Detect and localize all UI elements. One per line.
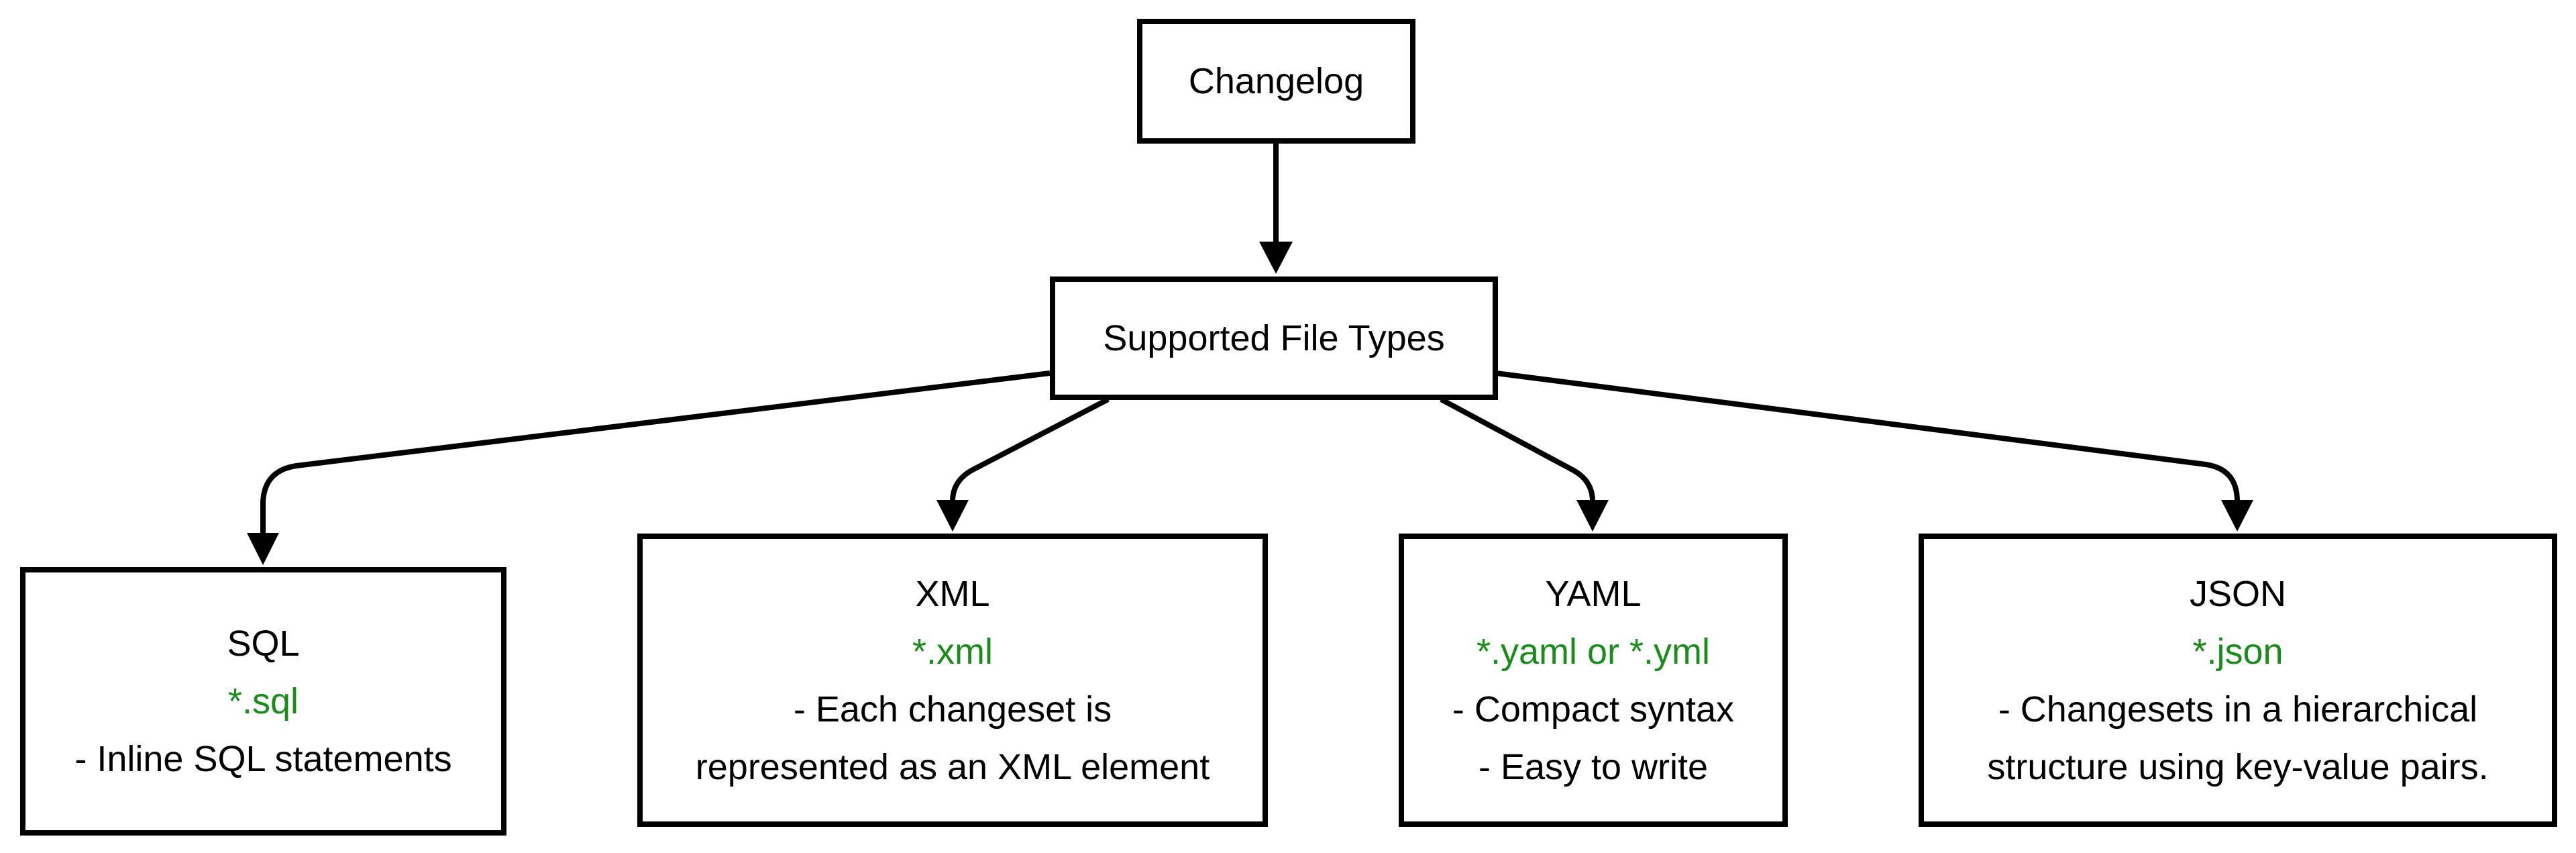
arrowhead-sql	[247, 533, 279, 565]
node-changelog: Changelog	[1137, 19, 1415, 144]
arrowhead-supported	[1259, 242, 1293, 274]
node-xml-title: XML	[915, 573, 990, 614]
edge-supported-xml	[950, 397, 1110, 502]
node-changelog-label: Changelog	[1188, 61, 1364, 101]
arrowhead-xml	[936, 500, 969, 532]
node-yaml-title: YAML	[1545, 573, 1642, 614]
arrowhead-yaml	[1576, 500, 1609, 532]
node-sql-desc-line: - Inline SQL statements	[74, 739, 452, 779]
node-json: JSON *.json - Changesets in a hierarchic…	[1919, 534, 2557, 827]
node-sql-extension: *.sql	[227, 681, 299, 721]
node-xml-desc-line: - Each changeset is	[793, 689, 1112, 730]
node-sql-title: SQL	[227, 623, 300, 664]
node-json-extension: *.json	[2192, 631, 2284, 672]
node-json-desc-line: - Changesets in a hierarchical	[1998, 689, 2478, 730]
edge-supported-sql	[260, 370, 1051, 534]
edge-supported-json	[1495, 370, 2240, 502]
node-json-desc-line: structure using key-value pairs.	[1987, 746, 2489, 787]
node-supported-file-types-label: Supported File Types	[1103, 318, 1445, 358]
node-supported-file-types: Supported File Types	[1050, 277, 1498, 400]
node-json-title: JSON	[2189, 573, 2287, 614]
node-xml-desc-line: represented as an XML element	[695, 746, 1210, 787]
arrowhead-json	[2221, 500, 2253, 532]
node-sql: SQL *.sql - Inline SQL statements	[20, 567, 506, 836]
node-yaml-extension: *.yaml or *.yml	[1476, 631, 1711, 672]
node-xml-extension: *.xml	[912, 631, 993, 672]
node-yaml-desc-line: - Compact syntax	[1452, 689, 1735, 730]
edge-supported-yaml	[1440, 397, 1595, 502]
node-yaml-desc-line: - Easy to write	[1478, 746, 1709, 787]
node-yaml: YAML *.yaml or *.yml - Compact syntax - …	[1399, 534, 1788, 827]
node-xml: XML *.xml - Each changeset is represente…	[637, 534, 1268, 827]
